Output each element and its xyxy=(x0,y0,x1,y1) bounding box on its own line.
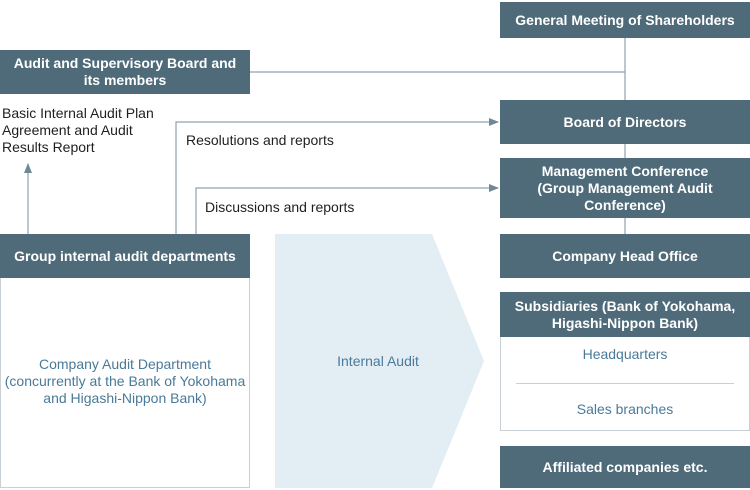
sales-branches-label: Sales branches xyxy=(576,401,674,417)
shareholders-box: General Meeting of Shareholders xyxy=(500,2,750,38)
plan-report-label: Basic Internal Audit Plan Agreement and … xyxy=(2,105,154,155)
board-of-directors-box: Board of Directors xyxy=(500,100,750,144)
subsidiaries-label: Subsidiaries (Bank of Yokohama, Higashi-… xyxy=(514,297,736,331)
company-head-office-box: Company Head Office xyxy=(500,234,750,278)
discussions-label: Discussions and reports xyxy=(205,199,355,215)
resolutions-arrow xyxy=(175,118,499,234)
discussions-arrow xyxy=(195,184,499,234)
management-conference-box: Management Conference (Group Management … xyxy=(500,158,750,218)
shareholders-label: General Meeting of Shareholders xyxy=(515,11,735,28)
management-conference-label: Management Conference (Group Management … xyxy=(537,162,713,213)
audit-board-box: Audit and Supervisory Board and its memb… xyxy=(0,50,250,94)
company-head-office-label: Company Head Office xyxy=(552,247,698,264)
internal-audit-band xyxy=(275,234,484,488)
group-audit-departments-box: Group internal audit departments xyxy=(0,234,250,278)
affiliated-label: Affiliated companies etc. xyxy=(542,458,708,475)
headquarters-label: Headquarters xyxy=(582,346,668,362)
internal-audit-label: Internal Audit xyxy=(337,353,419,369)
resolutions-label: Resolutions and reports xyxy=(186,132,334,148)
audit-board-label: Audit and Supervisory Board and its memb… xyxy=(13,55,237,88)
company-audit-department-label: Company Audit Department (concurrently a… xyxy=(4,356,246,406)
board-of-directors-label: Board of Directors xyxy=(563,113,687,130)
affiliated-box: Affiliated companies etc. xyxy=(500,446,750,488)
group-audit-departments-label: Group internal audit departments xyxy=(14,247,236,264)
company-audit-panel xyxy=(0,278,250,488)
subsidiaries-divider xyxy=(516,383,734,384)
subsidiaries-box: Subsidiaries (Bank of Yokohama, Higashi-… xyxy=(500,292,750,337)
